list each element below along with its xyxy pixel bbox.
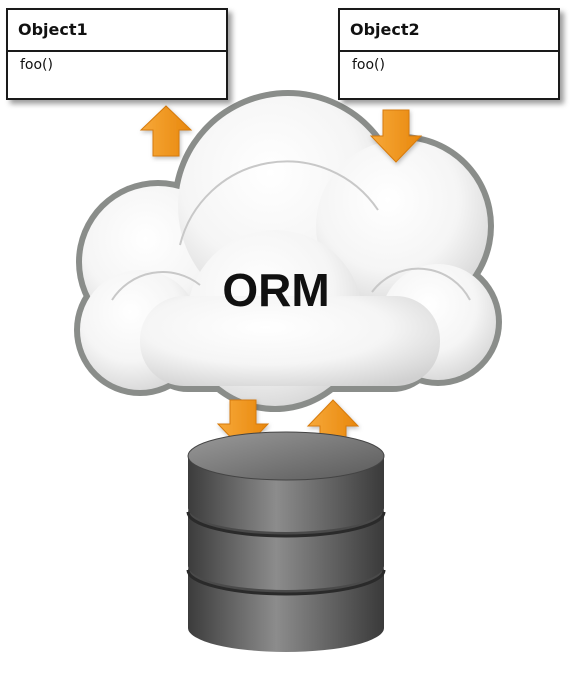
- arrow-up-icon: [139, 105, 193, 157]
- object1-class-box: Object1 foo(): [6, 8, 228, 100]
- object2-name: Object2: [340, 10, 558, 52]
- object2-class-box: Object2 foo(): [338, 8, 560, 100]
- object1-method: foo(): [20, 57, 53, 73]
- arrow-down-icon: [369, 109, 423, 163]
- object2-method: foo(): [352, 57, 385, 73]
- object1-name: Object1: [8, 10, 226, 52]
- cloud-icon: ORM: [74, 90, 502, 412]
- orm-label: ORM: [222, 264, 329, 316]
- database-icon: [186, 431, 386, 652]
